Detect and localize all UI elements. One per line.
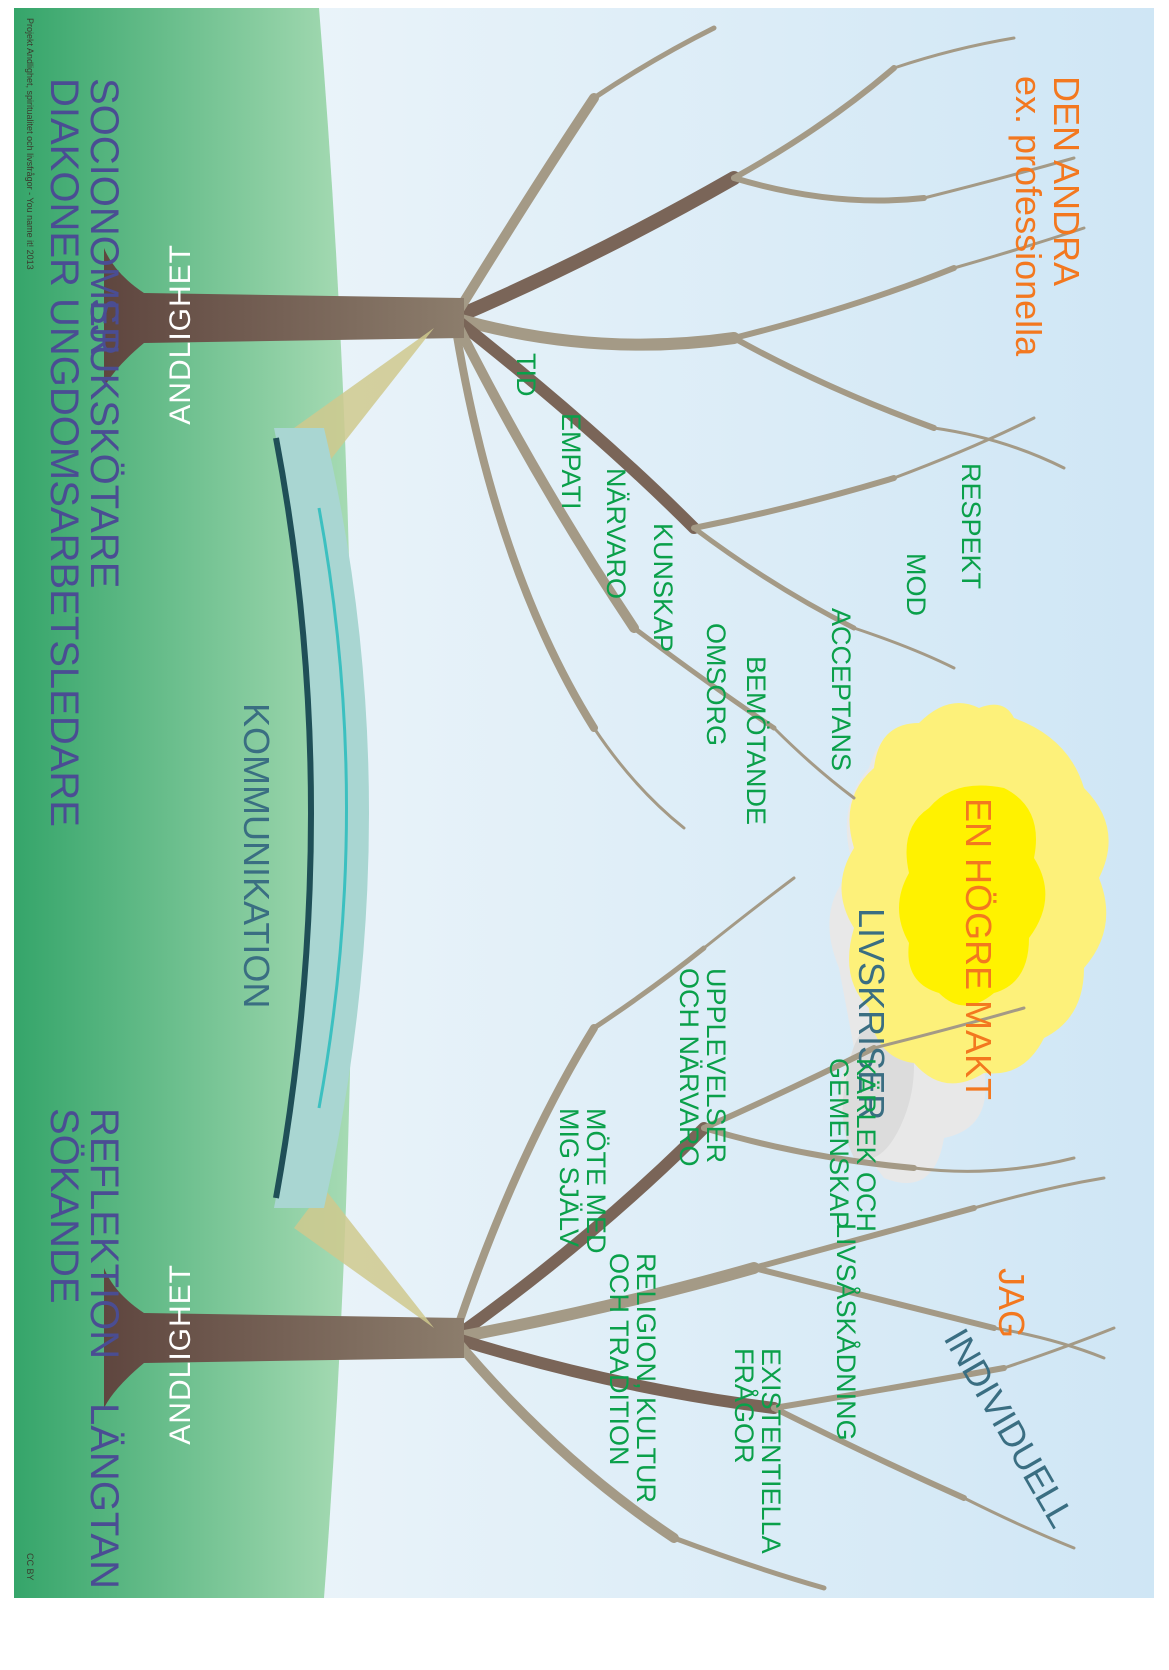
license-badge: CC BY — [25, 1553, 35, 1581]
communication-bridge — [273, 328, 434, 1328]
andlighet-right-label: ANDLIGHET — [164, 1264, 197, 1445]
word-religion: RELIGION, KULTUR OCH TRADITION — [604, 1253, 661, 1504]
poster: DEN ANDRA ex. professionella EN HÖGRE MA… — [14, 8, 1154, 1598]
word-mod: MOD — [901, 553, 931, 616]
word-livsaskadning: LIVSÅSKÅDNING — [831, 1223, 861, 1441]
word-tid: TID — [511, 353, 541, 397]
left-tree — [447, 25, 1086, 830]
word-kunskap: KUNSKAP — [648, 523, 678, 653]
kommunikation-label: KOMMUNIKATION — [236, 703, 277, 1009]
word-upplevelser: UPPLEVELSER OCH NÄRVARO — [674, 968, 731, 1167]
word-existentiella: EXISTENTIELLA FRÅGOR — [729, 1348, 786, 1554]
footer-credit: Projekt Andlighet, spiritualitet och liv… — [25, 18, 35, 270]
ground-left-col2: SJUKSKÖTARE UNGDOMSARBETSLEDARE — [42, 298, 126, 827]
word-mote: MÖTE MED MIG SJÄLV — [554, 1108, 611, 1254]
scene — [14, 8, 1154, 1598]
andlighet-left-label: ANDLIGHET — [164, 244, 197, 425]
right-trunk — [104, 1268, 464, 1408]
ground-right-col2: LÄNGTAN — [82, 1403, 126, 1589]
sun — [841, 703, 1109, 1084]
word-narvaro: NÄRVARO — [601, 468, 631, 600]
word-empati: EMPATI — [556, 413, 586, 510]
ground-hill — [14, 8, 353, 1598]
left-trunk — [104, 248, 464, 388]
ex-professionella-label: ex. professionella — [1008, 76, 1049, 357]
right-tree — [448, 876, 1116, 1591]
en-hogre-makt-label: EN HÖGRE MAKT — [958, 798, 999, 1101]
word-omsorg: OMSORG — [701, 623, 731, 747]
ground-right-col1: REFLEKTION SÖKANDE — [42, 1108, 126, 1360]
word-bemotande: BEMÖTANDE — [741, 656, 771, 826]
word-acceptans: ACCEPTANS — [826, 608, 856, 772]
den-andra-label: DEN ANDRA — [1046, 76, 1087, 287]
word-respekt: RESPEKT — [956, 463, 986, 590]
jag-label: JAG — [991, 1268, 1032, 1339]
word-karlek: KÄRLEK OCH GEMENSKAP — [824, 1058, 881, 1233]
